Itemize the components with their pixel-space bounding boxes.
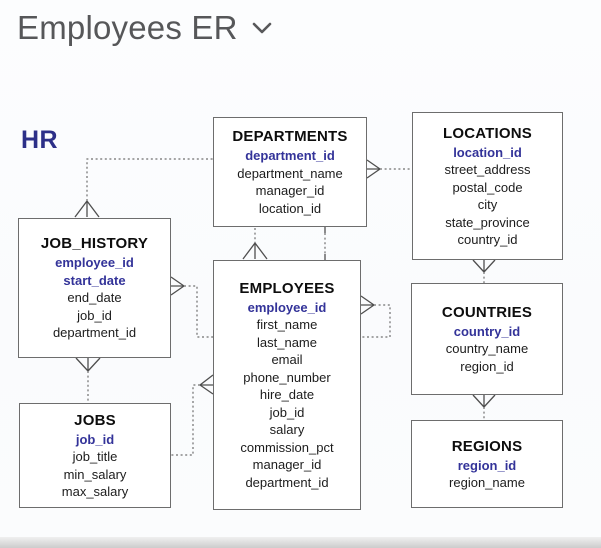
column-phone_number: phone_number <box>243 369 331 385</box>
column-first_name: first_name <box>256 317 318 333</box>
column-region_id: region_id <box>460 358 514 374</box>
column-department_name: department_name <box>237 165 343 181</box>
column-location_id: location_id <box>258 200 322 216</box>
bottom-strip <box>0 537 601 548</box>
column-hire_date: hire_date <box>259 387 315 403</box>
column-job_id: job_id <box>269 404 305 420</box>
rel-locations-countries <box>472 259 496 283</box>
entity-departments[interactable]: DEPARTMENTS department_id department_name… <box>213 117 367 227</box>
rel-employees-self-manager <box>360 295 391 338</box>
column-email: email <box>271 352 303 368</box>
page-title: Employees ER <box>17 9 238 46</box>
schema-label: HR <box>21 126 59 154</box>
rel-job-history-employees <box>170 276 213 338</box>
column-start_date: start_date <box>63 272 126 288</box>
column-job_title: job_title <box>72 449 118 464</box>
column-postal_code: postal_code <box>452 179 523 195</box>
entity-regions[interactable]: REGIONS region_id region_name <box>411 420 563 508</box>
column-country_id: country_id <box>457 232 518 247</box>
diagram-title-dropdown[interactable]: Employees ER <box>17 6 272 50</box>
entity-title: EMPLOYEES <box>239 279 335 297</box>
column-location_id: location_id <box>453 144 522 160</box>
column-department_id: department_id <box>245 148 335 163</box>
column-max_salary: max_salary <box>61 484 129 499</box>
column-commission_pct: commission_pct <box>240 439 334 455</box>
column-department_id: department_id <box>52 325 137 341</box>
entity-title: DEPARTMENTS <box>232 128 348 145</box>
column-job_id: job_id <box>77 307 112 323</box>
entity-title: COUNTRIES <box>441 303 533 321</box>
entity-title: REGIONS <box>451 437 523 455</box>
column-employee_id: employee_id <box>247 299 327 315</box>
rel-job-history-departments <box>74 158 213 218</box>
column-employee_id: employee_id <box>55 255 134 271</box>
column-state_province: state_province <box>445 214 530 230</box>
column-city: city <box>477 197 498 212</box>
entity-title: JOBS <box>74 411 116 429</box>
column-manager_id: manager_id <box>252 457 322 473</box>
column-street_address: street_address <box>444 162 531 177</box>
column-last_name: last_name <box>257 334 317 350</box>
column-country_id: country_id <box>453 323 521 339</box>
column-min_salary: min_salary <box>63 466 127 482</box>
chevron-down-icon <box>252 22 272 40</box>
rel-departments-locations <box>366 159 412 179</box>
rel-employees-jobs <box>171 374 214 456</box>
entity-title: JOB_HISTORY <box>40 235 149 253</box>
rel-job-history-jobs <box>75 357 101 403</box>
column-region_name: region_name <box>449 475 525 490</box>
column-job_id: job_id <box>75 431 115 447</box>
column-country_name: country_name <box>445 341 529 357</box>
rel-countries-regions <box>472 394 496 420</box>
column-manager_id: manager_id <box>255 183 325 198</box>
entity-jobs[interactable]: JOBS job_id job_title min_salary max_salary <box>19 403 171 508</box>
column-department_id: department_id <box>245 474 329 490</box>
column-region_id: region_id <box>457 457 517 473</box>
entity-title: LOCATIONS <box>442 124 533 142</box>
rel-departments-employees <box>242 228 268 260</box>
column-salary: salary <box>269 422 305 438</box>
column-end_date: end_date <box>67 290 122 306</box>
